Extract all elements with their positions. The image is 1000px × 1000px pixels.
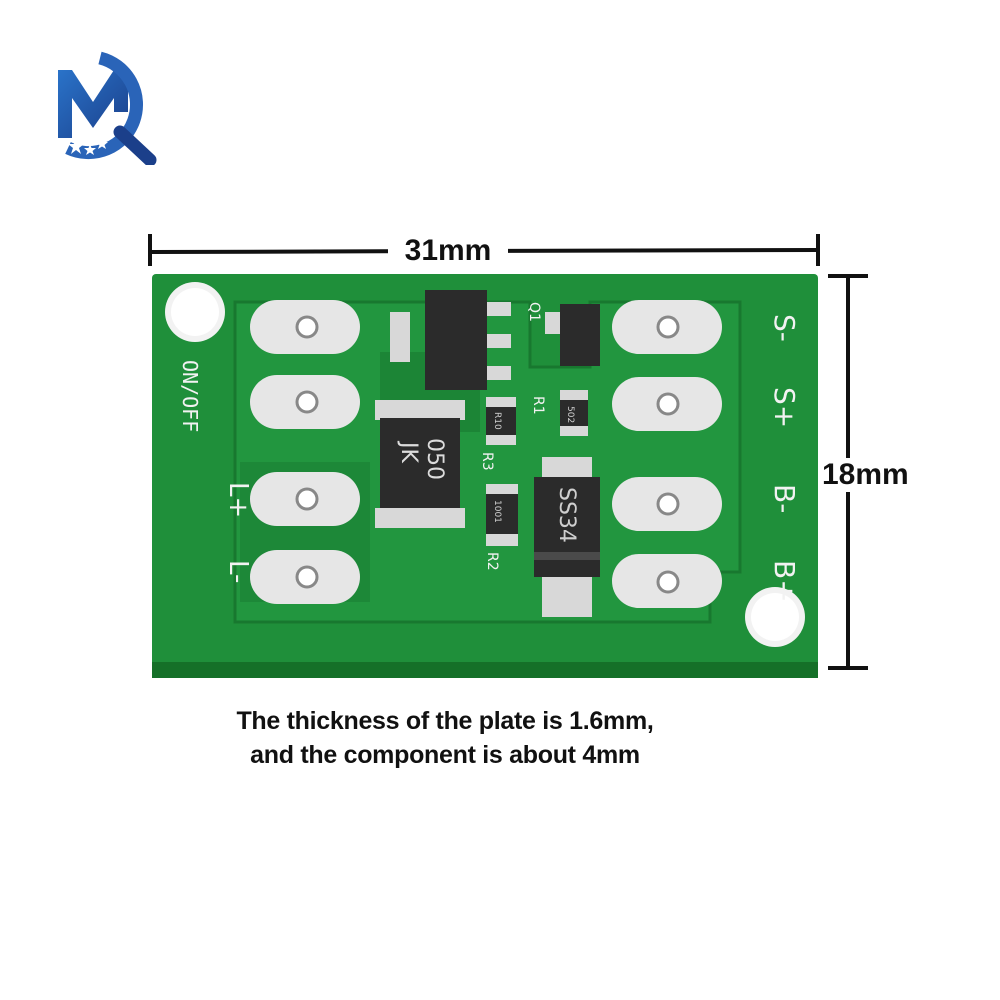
pad-label-l-plus: L+ xyxy=(223,482,253,518)
transistor-q1 xyxy=(545,304,600,366)
label-r3: R3 xyxy=(479,452,495,471)
pad-left-3 xyxy=(250,472,360,526)
pad-left-2 xyxy=(250,375,360,429)
pad-right-4 xyxy=(612,554,722,608)
pad-right-1 xyxy=(612,300,722,354)
width-dimension-label: 31mm xyxy=(388,234,508,268)
height-dimension-label: 18mm xyxy=(822,458,934,492)
pad-label-s-plus: S+ xyxy=(768,387,801,428)
caption-line-1: The thickness of the plate is 1.6mm, xyxy=(236,707,654,735)
r3-marking: R10 xyxy=(492,412,502,430)
fuse-marking-line1: JK xyxy=(396,440,421,463)
r2-marking: 1001 xyxy=(492,500,502,523)
label-r1: R1 xyxy=(530,396,546,415)
pad-label-l-minus: L- xyxy=(223,560,253,583)
pad-left-1 xyxy=(250,300,360,354)
resistor-r1 xyxy=(560,390,588,436)
label-q1: Q1 xyxy=(526,302,542,322)
caption: The thickness of the plate is 1.6mm, and… xyxy=(180,704,710,772)
r1-marking: 502 xyxy=(565,406,575,423)
pad-left-4 xyxy=(250,550,360,604)
fuse-marking-line2: 050 xyxy=(422,438,447,480)
mosfet-component xyxy=(390,290,511,390)
label-r2: R2 xyxy=(484,552,500,571)
pad-label-s-minus: S- xyxy=(768,314,801,342)
caption-line-2: and the component is about 4mm xyxy=(250,741,640,769)
fuse-component xyxy=(375,400,465,528)
pcb-board: ON/OFF L+ L- S- S+ B- B+ Q1 R1 R3 R2 JK … xyxy=(152,274,818,678)
switch-label: ON/OFF xyxy=(178,360,202,432)
diode-component xyxy=(534,457,600,617)
diode-marking: SS34 xyxy=(554,487,579,543)
pad-right-2 xyxy=(612,377,722,431)
pad-label-b-minus: B- xyxy=(768,484,801,513)
pad-right-3 xyxy=(612,477,722,531)
brand-logo-icon xyxy=(58,51,157,165)
pad-label-b-plus: B+ xyxy=(768,560,801,603)
resistor-r2 xyxy=(486,484,518,546)
resistor-r3 xyxy=(486,397,516,445)
